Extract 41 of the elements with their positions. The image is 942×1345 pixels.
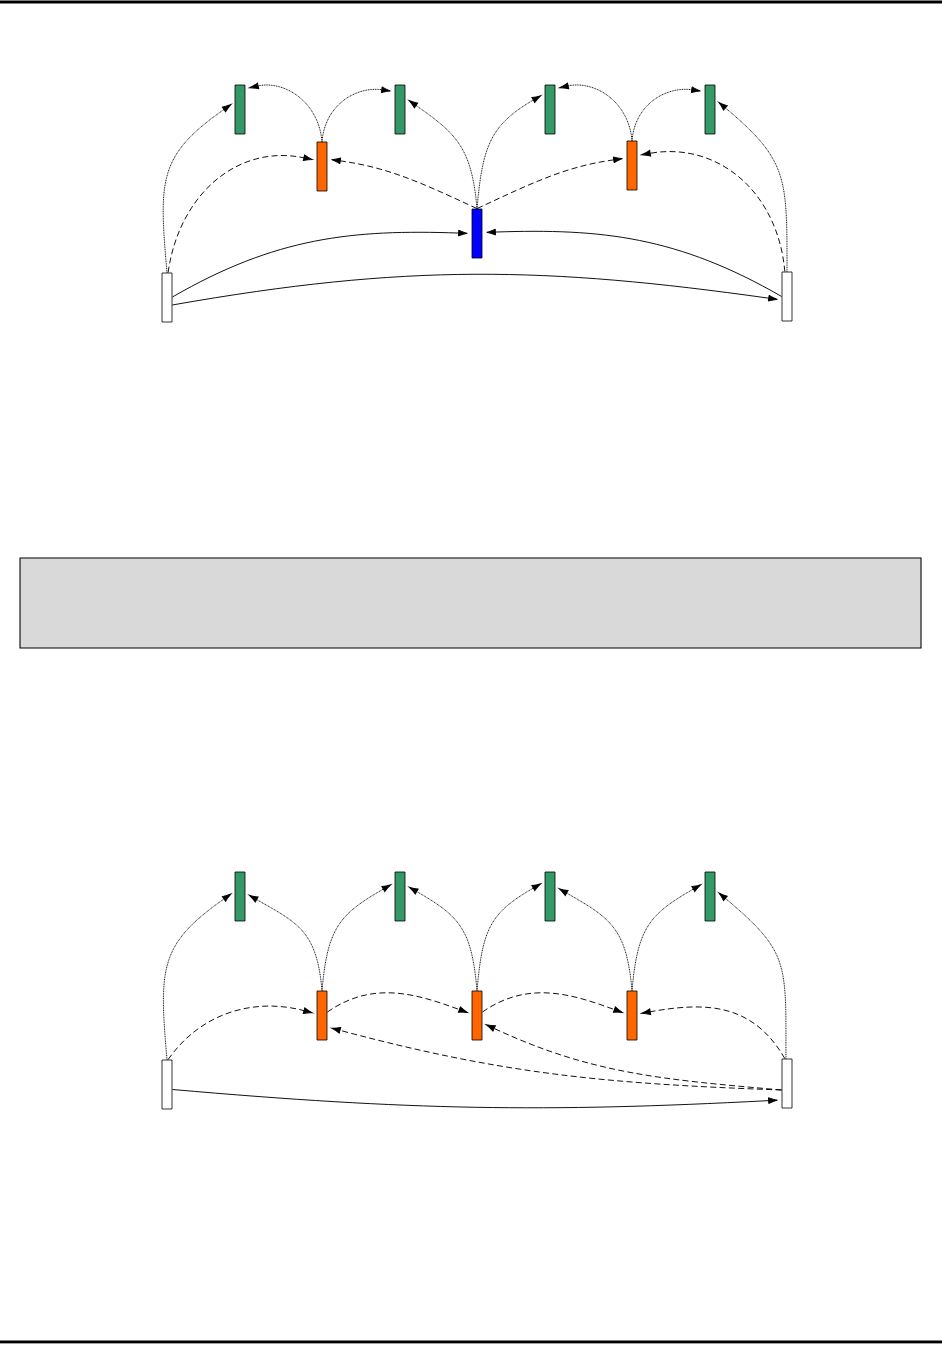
curved-arrow xyxy=(162,104,232,274)
curved-arrow xyxy=(326,992,468,1013)
bar xyxy=(626,140,638,191)
bar xyxy=(544,84,556,135)
bar xyxy=(394,871,406,922)
curved-arrow xyxy=(718,101,788,273)
curved-arrow xyxy=(476,156,623,210)
bar xyxy=(234,871,246,922)
bar xyxy=(544,871,556,922)
curved-arrow xyxy=(718,892,787,1060)
curved-arrow xyxy=(171,229,468,298)
bar xyxy=(394,84,406,135)
curved-arrow xyxy=(171,1089,778,1109)
curved-arrow xyxy=(162,893,232,1061)
bar xyxy=(161,1059,173,1110)
bar xyxy=(626,990,638,1041)
curved-arrow xyxy=(167,154,313,274)
curved-arrow xyxy=(641,1006,786,1060)
bar xyxy=(471,990,483,1041)
bar xyxy=(316,990,328,1041)
bar xyxy=(781,1058,793,1109)
bar xyxy=(161,272,173,323)
curved-arrow xyxy=(331,157,478,210)
bar xyxy=(704,84,716,135)
curved-arrow xyxy=(631,884,702,992)
curved-arrow xyxy=(171,273,778,306)
bar xyxy=(234,84,246,135)
curved-arrow xyxy=(167,1005,313,1061)
curved-arrow xyxy=(641,149,786,273)
curved-arrow xyxy=(485,1024,783,1091)
bar xyxy=(781,271,793,322)
bar xyxy=(316,141,328,192)
curved-arrow xyxy=(321,884,392,992)
curved-arrow xyxy=(476,883,542,992)
bar xyxy=(471,208,483,259)
curved-arrow xyxy=(631,86,701,142)
bar xyxy=(704,871,716,922)
curved-arrow xyxy=(321,86,391,143)
curved-arrow xyxy=(481,992,623,1013)
curved-arrow xyxy=(331,1027,783,1091)
curved-arrow xyxy=(486,228,783,297)
